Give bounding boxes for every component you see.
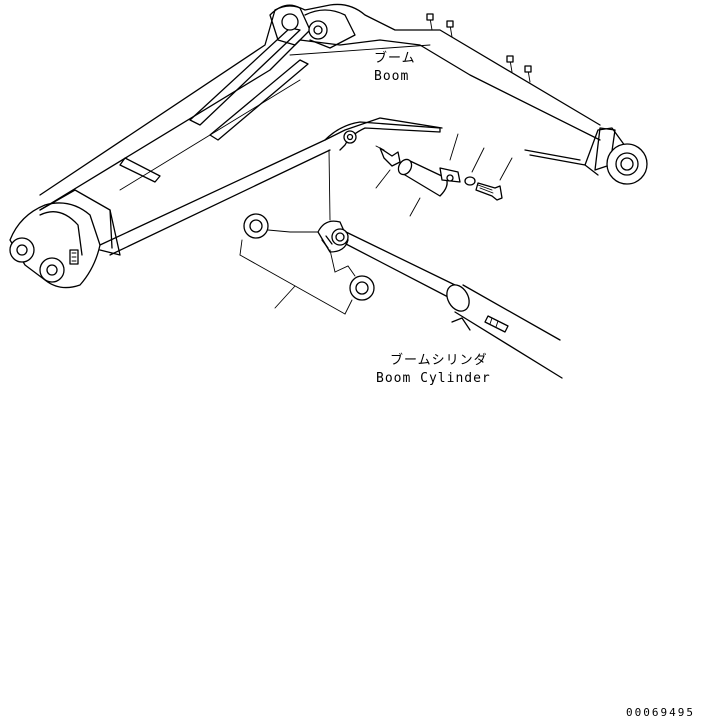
spacer-ring-upper — [243, 213, 269, 239]
cylinder-label-en: Boom Cylinder — [376, 371, 491, 386]
boom-assembly — [9, 3, 648, 289]
boom-cylinder-assembly — [239, 149, 563, 379]
washer-part — [464, 147, 485, 186]
cylinder-label-jp: ブームシリンダ — [390, 352, 488, 368]
boom-label: ブーム Boom — [374, 50, 416, 84]
figure-number: 00069495 — [626, 706, 695, 719]
grease-fitting-part — [375, 145, 401, 189]
pin-part — [397, 158, 448, 217]
spacer-ring-lower — [349, 275, 375, 301]
bolt-part — [475, 157, 513, 201]
plate-part — [439, 133, 461, 183]
pin-parts — [375, 133, 513, 217]
cylinder-label: ブームシリンダ Boom Cylinder — [376, 352, 491, 386]
boom-label-en: Boom — [374, 69, 409, 84]
boom-label-jp: ブーム — [374, 50, 416, 66]
